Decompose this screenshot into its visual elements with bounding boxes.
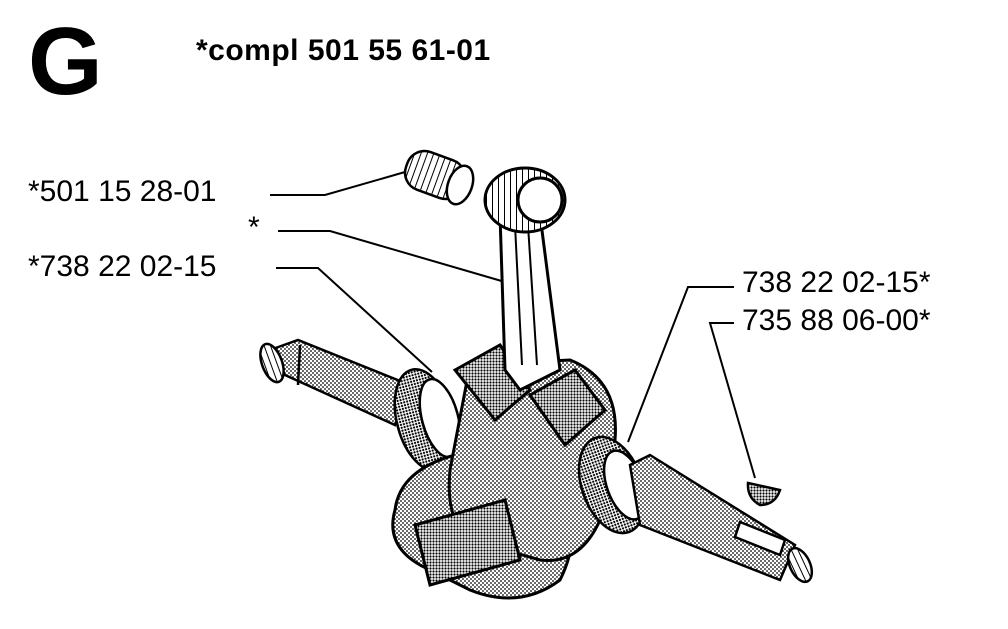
leader-left-ball-bearing [276,267,433,373]
left-shaft-thread [259,342,285,384]
connecting-rod [483,166,567,392]
needle-bearing [403,149,475,206]
leader-lines [270,171,756,479]
callout-left-ball-bearing: *738 22 02-15 [28,250,217,283]
callout-connecting-rod: * [248,211,260,244]
leader-woodruff-key [708,322,756,479]
leader-connecting-rod [278,230,506,283]
right-shaft-tip [786,546,814,584]
woodruff-key [746,481,782,507]
right-shaft [628,453,814,584]
callout-right-ball-bearing: 738 22 02-15* [742,266,931,299]
callout-woodruff-key: 735 88 06-00* [742,304,931,337]
leader-needle-bearing [270,171,406,196]
leader-right-ball-bearing [627,286,734,443]
callout-needle-bearing: *501 15 28-01 [28,175,217,208]
section-letter: G [28,8,103,115]
assembly-part-number: *compl 501 55 61-01 [196,34,491,67]
left-shaft [259,338,412,427]
